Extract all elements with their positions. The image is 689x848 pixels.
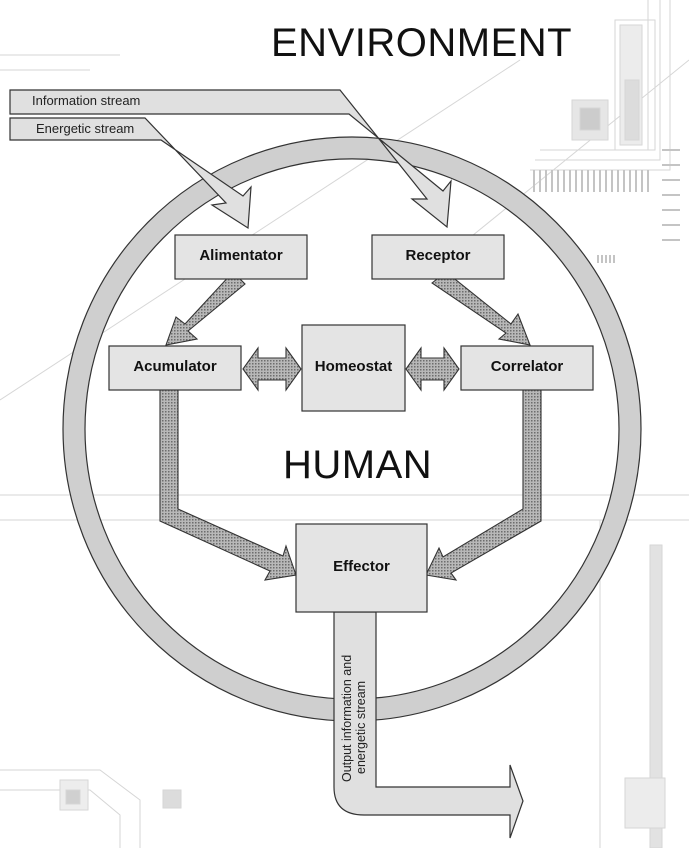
effector-label: Effector — [333, 558, 390, 575]
boxes — [108, 234, 594, 613]
internal-arrows — [159, 271, 542, 581]
acumulator-label: Acumulator — [133, 358, 217, 375]
homeostat-box — [301, 324, 406, 412]
output-stream-label: Output information and energetic stream — [340, 655, 368, 782]
alimentator-box — [174, 234, 308, 280]
comb-decoration — [533, 149, 680, 263]
arrow-correlator-to-effector — [425, 389, 542, 581]
effector-box — [295, 523, 428, 613]
arrow-receptor-to-correlator — [431, 271, 531, 346]
energetic-stream-label: Energetic stream — [36, 121, 135, 136]
arrow-acumulator-to-effector — [159, 389, 297, 581]
arrow-homeostat-correlator — [405, 346, 460, 392]
arrow-alimentator-to-acumulator — [165, 271, 246, 346]
energetic-stream-band — [9, 117, 252, 230]
correlator-box — [460, 345, 594, 391]
output-stream-band — [333, 611, 524, 839]
human-title: HUMAN — [283, 443, 433, 487]
output-stream-label-line2: energetic stream — [354, 680, 368, 774]
correlator-label: Correlator — [490, 358, 564, 375]
alimentator-label: Alimentator — [199, 247, 283, 264]
receptor-box — [371, 234, 505, 280]
arrow-acumulator-homeostat — [242, 346, 302, 392]
information-stream-band — [9, 89, 452, 229]
receptor-label: Receptor — [405, 247, 471, 264]
information-stream-label: Information stream — [32, 93, 141, 108]
homeostat-label: Homeostat — [314, 358, 393, 375]
acumulator-box — [108, 345, 242, 391]
environment-title: ENVIRONMENT — [271, 21, 573, 65]
output-stream-label-line1: Output information and — [340, 654, 354, 782]
